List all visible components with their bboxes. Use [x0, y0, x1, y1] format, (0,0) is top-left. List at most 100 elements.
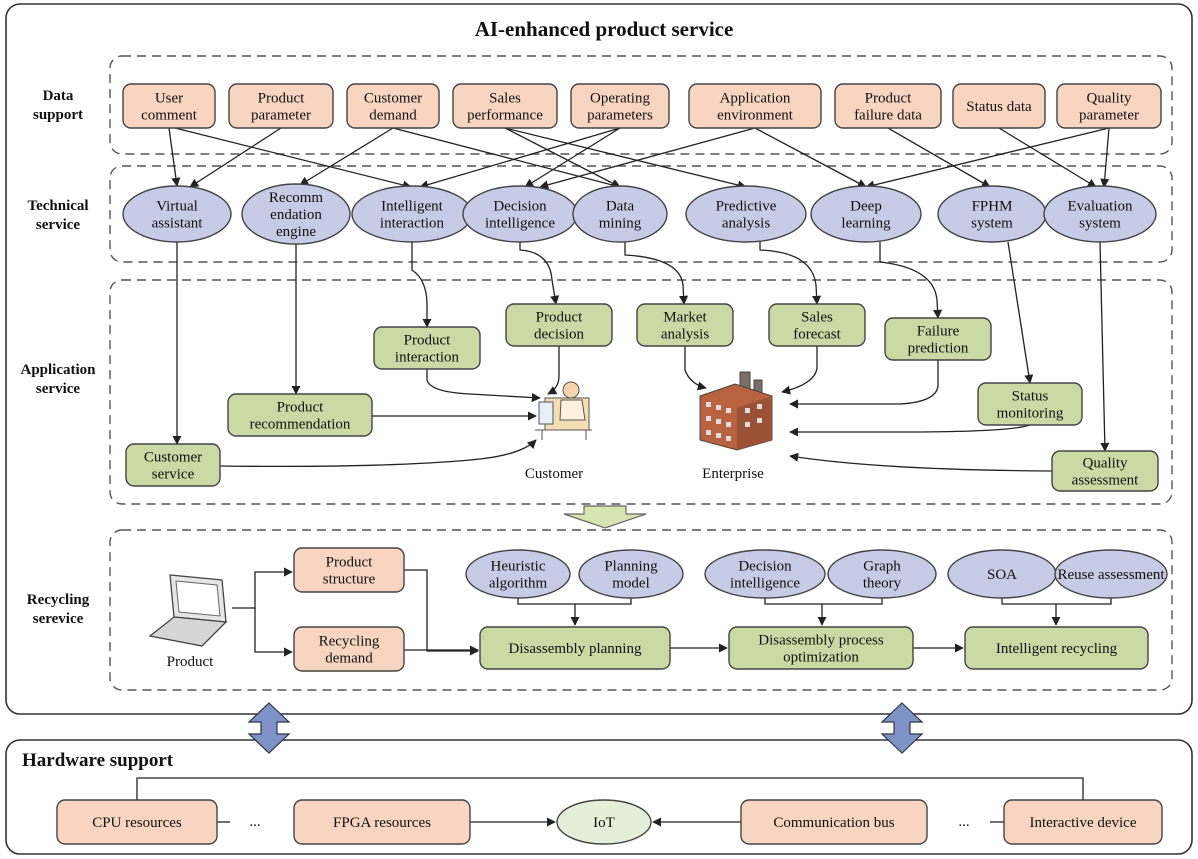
data-node-box: [688, 83, 822, 129]
tech-node-ellipse: [685, 185, 807, 243]
recycling-stage-label-line: Disassembly process: [758, 633, 884, 649]
data-node-label-line: environment: [717, 108, 794, 124]
connector: [426, 369, 541, 403]
ellipsis-right: ...: [958, 814, 969, 830]
app-node-label-line: Failure: [917, 324, 960, 340]
connector: [189, 127, 282, 188]
app-node-label-line: Customer: [144, 450, 202, 466]
recycling-method-ellipse: [465, 549, 571, 599]
recycling-method-ellipse: [1054, 549, 1168, 599]
tech-node-label-line: analysis: [722, 216, 770, 232]
hardware-link-left-arrow: [247, 702, 291, 754]
recycling-stage-label: Intelligent recycling: [996, 641, 1118, 657]
tech-node-label-line: FPHM: [972, 199, 1013, 215]
app-node-label-line: Product: [404, 333, 451, 349]
hardware-item-box: [293, 799, 471, 845]
data-node-box: [1056, 83, 1162, 129]
hardware-item-label-line: Interactive device: [1029, 815, 1136, 831]
app-node-label-line: service: [152, 467, 195, 483]
connector: [865, 127, 1110, 190]
section-label-line: service: [36, 217, 80, 233]
data-node-label-line: Operating: [590, 91, 650, 107]
data-node-label-line: parameter: [1079, 108, 1139, 124]
recycling-method-label-line: intelligence: [730, 576, 800, 592]
app-node-label-line: monitoring: [997, 406, 1064, 422]
app-node-label-line: prediction: [908, 341, 969, 357]
recycling-input-label-line: Recycling: [319, 634, 380, 650]
tech-node-label-line: Decision: [493, 199, 547, 215]
hardware-item-label-line: Communication bus: [773, 815, 894, 831]
connector: [1007, 241, 1034, 384]
connector: [1099, 241, 1110, 452]
connector: [754, 127, 867, 188]
app-node-label-line: Product: [536, 310, 583, 326]
connector: [781, 346, 818, 395]
app-node-box: [636, 303, 734, 347]
data-node-box: [952, 83, 1046, 129]
recycling-stage-label-line: optimization: [783, 650, 859, 666]
recycling-method-label: Reuse assessment: [1057, 567, 1165, 583]
connector: [168, 127, 181, 187]
app-node-label-line: interaction: [395, 350, 460, 366]
technical-service-group: [109, 165, 1173, 263]
connector: [524, 127, 621, 188]
tech-node-label-line: system: [1079, 216, 1121, 232]
connector: [517, 598, 632, 605]
app-node-box: [505, 303, 613, 347]
data-node-box: [228, 83, 334, 129]
app-node-label-line: Status: [1012, 389, 1049, 405]
app-node-label-line: Product: [277, 400, 324, 416]
connector: [624, 242, 689, 305]
data-node-label-line: parameters: [587, 108, 653, 124]
tech-node-label-line: Recomm: [269, 190, 323, 206]
recycling-service-group: [109, 529, 1173, 691]
connector: [174, 127, 412, 190]
connector: [299, 127, 394, 186]
tech-node-label-line: Deep: [850, 199, 882, 215]
customer-label: Customer: [525, 466, 583, 482]
section-label-line: Data: [43, 88, 74, 104]
recycling-method-label-line: Decision: [738, 559, 792, 575]
data-node-label-line: failure data: [854, 108, 922, 124]
connector: [504, 127, 621, 188]
diagram-title: AI-enhanced product service: [475, 17, 734, 41]
connector: [539, 127, 756, 190]
hardware-item-label: CPU resources: [92, 815, 182, 831]
recycling-stage-label-line: Intelligent recycling: [996, 641, 1118, 657]
connector: [547, 346, 560, 395]
recycling-stage-label: Disassembly planning: [509, 641, 642, 657]
customer-icon: [535, 381, 592, 440]
recycling-stage-box: [728, 626, 914, 670]
tech-node-label-line: endation: [270, 207, 322, 223]
app-node-label-line: assessment: [1072, 473, 1139, 489]
app-node-label-line: Quality: [1083, 456, 1128, 472]
hardware-frame: [5, 739, 1193, 855]
connector: [232, 567, 293, 609]
recycling-input-label-line: demand: [325, 651, 373, 667]
tech-node-ellipse: [810, 185, 922, 243]
hardware-item-label-line: CPU resources: [92, 815, 182, 831]
connector: [764, 598, 883, 605]
